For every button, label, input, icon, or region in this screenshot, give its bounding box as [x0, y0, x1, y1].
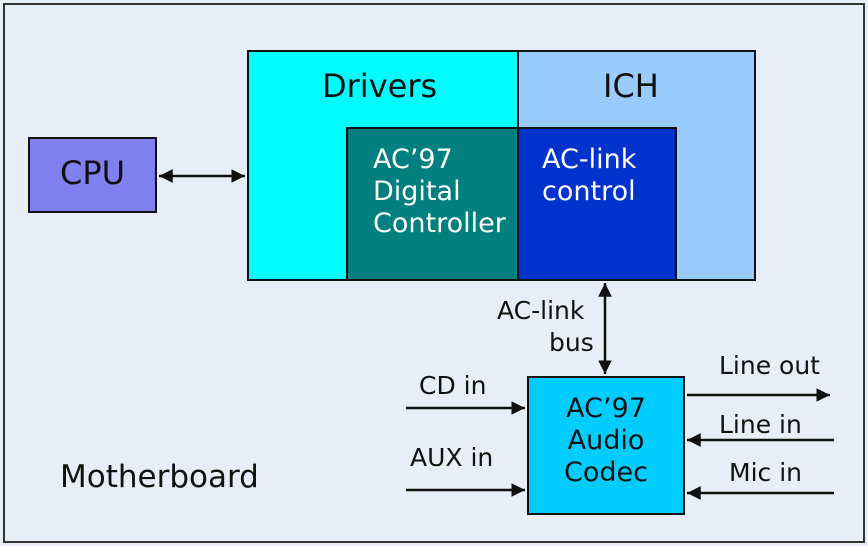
audio-codec-line2: Audio [567, 425, 645, 456]
digital-controller-line1: AC’97 [373, 144, 453, 175]
mic-in-label: Mic in [729, 458, 802, 487]
cpu-label: CPU [59, 154, 126, 192]
drivers-label: Drivers [322, 67, 438, 105]
cd-in-label: CD in [419, 371, 487, 400]
bus-label-line2: bus [549, 328, 594, 357]
ich-label: ICH [603, 67, 659, 105]
aux-in-label: AUX in [410, 443, 494, 472]
bus-label-line1: AC-link [497, 296, 585, 325]
digital-controller-box [346, 127, 520, 281]
line-out-label: Line out [719, 351, 820, 380]
digital-controller-line2: Digital [373, 176, 461, 207]
ac-link-control-line2: control [542, 176, 636, 207]
digital-controller-line3: Controller [373, 208, 506, 239]
ac-link-control-line1: AC-link [542, 144, 637, 175]
ac-link-control-box [517, 127, 677, 281]
line-in-label: Line in [719, 410, 802, 439]
audio-codec-box [527, 376, 685, 515]
audio-codec-line3: Codec [564, 457, 648, 488]
cpu-box [28, 137, 157, 213]
motherboard-label: Motherboard [60, 459, 259, 495]
audio-codec-line1: AC’97 [566, 393, 646, 424]
